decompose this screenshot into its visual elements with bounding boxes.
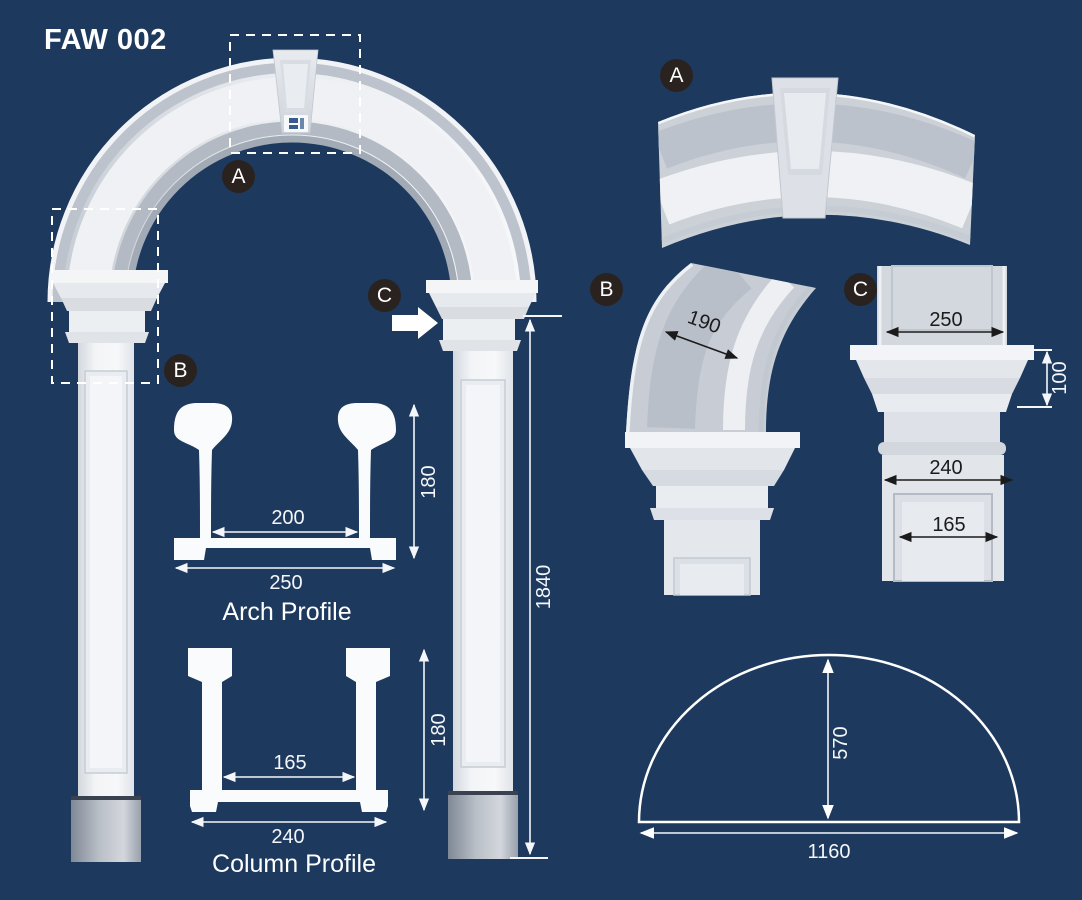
- arch-outline-dimensions: 570 1160: [639, 658, 1019, 863]
- column-profile-height: 180: [428, 713, 450, 746]
- column-profile-shape: [188, 648, 390, 812]
- arch-profile-dimensions: 200 250 180: [174, 403, 440, 594]
- detail-b-svg: 190: [625, 263, 816, 596]
- arch-outline-rise-value: 570: [830, 726, 852, 759]
- marker-c-detail: C: [844, 273, 877, 306]
- detail-c-photo: 250 240 165 100: [846, 265, 1071, 582]
- marker-b-main: B: [164, 354, 197, 387]
- arch-profile-shape: [174, 403, 396, 560]
- detail-c-dimensions: 250 240 165 100: [883, 309, 1071, 543]
- page-title: FAW 002: [44, 24, 167, 56]
- detail-a-keystone: [771, 77, 839, 219]
- left-column-shaft: [78, 343, 134, 801]
- right-column-shaft: [453, 351, 513, 795]
- detail-a-photo: [656, 55, 1008, 255]
- right-plinth: [448, 791, 518, 859]
- detail-c-panel-width-value: 165: [932, 514, 965, 536]
- left-capital: [50, 270, 168, 343]
- marker-a-main: A: [222, 160, 255, 193]
- column-profile-block: 165 240 180 Column Profile: [160, 640, 450, 890]
- overall-height-value: 1840: [533, 565, 555, 610]
- arch-outline-shape: [637, 653, 1021, 824]
- column-profile-inner-width: 165: [273, 752, 306, 774]
- column-profile-overall-width: 240: [271, 826, 304, 848]
- left-plinth: [71, 796, 141, 862]
- detail-a-svg: [658, 77, 975, 248]
- arch-outline-svg: 570 1160: [637, 653, 1021, 863]
- overall-height-dimension: 1840: [510, 315, 562, 859]
- marker-a-detail-label: A: [669, 63, 684, 87]
- main-arch-photo: 1840: [40, 30, 562, 880]
- arch-outline-span-value: 1160: [807, 841, 850, 863]
- arch-profile-block: 200 250 180 Arch Profile: [160, 390, 450, 635]
- column-profile-dimensions: 165 240 180: [190, 648, 450, 848]
- arch-outline-drawing: 570 1160: [628, 643, 1048, 868]
- detail-c-pointer-arrow: [392, 307, 438, 339]
- marker-c-main: C: [368, 279, 401, 312]
- detail-a-dashed-box: [229, 34, 361, 154]
- column-profile-title: Column Profile: [212, 850, 376, 878]
- column-profile-svg: 165 240 180 Column Profile: [188, 648, 450, 878]
- detail-c-svg: 250 240 165 100: [850, 265, 1071, 582]
- detail-b-arch-band: [626, 263, 816, 433]
- detail-b-photo: 190: [616, 258, 826, 596]
- marker-a-main-label: A: [231, 164, 246, 188]
- keystone: [272, 49, 319, 134]
- marker-b-main-label: B: [173, 358, 188, 382]
- right-capital: [426, 280, 538, 351]
- keystone-sticker: [284, 115, 308, 132]
- detail-c-capital-height-value: 100: [1049, 361, 1071, 394]
- arch-profile-overall-width: 250: [269, 572, 302, 594]
- arch-profile-inner-width: 200: [271, 507, 304, 529]
- detail-b-capital: [625, 432, 800, 596]
- detail-b-dashed-box: [51, 208, 159, 384]
- marker-b-detail: B: [590, 273, 623, 306]
- detail-c-shaft-width-value: 240: [929, 457, 962, 479]
- arch-profile-title: Arch Profile: [222, 598, 351, 626]
- marker-c-main-label: C: [376, 283, 393, 307]
- marker-b-detail-label: B: [599, 277, 614, 301]
- marker-a-detail: A: [660, 59, 693, 92]
- marker-c-detail-label: C: [852, 277, 869, 301]
- arch-profile-svg: 200 250 180 Arch Profile: [174, 403, 440, 626]
- arch-profile-height: 180: [418, 465, 440, 498]
- main-arch-svg: 1840: [47, 34, 562, 862]
- detail-c-top-width-value: 250: [929, 309, 962, 331]
